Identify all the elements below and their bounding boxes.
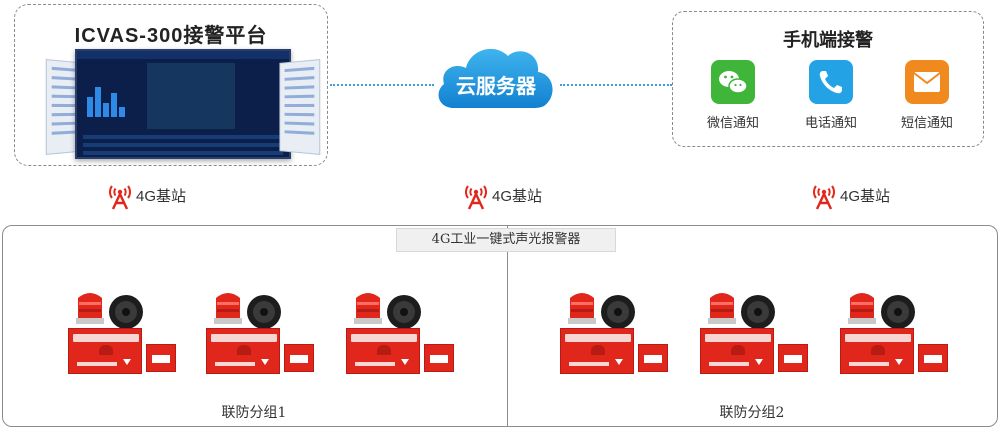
speaker-horn-icon — [598, 294, 638, 330]
notify-wechat: 微信通知 — [693, 60, 773, 131]
alarm-panel — [68, 328, 142, 374]
link-line-right — [560, 84, 672, 86]
platform-title: ICVAS-300接警平台 — [15, 19, 327, 48]
alarm-panel — [206, 328, 280, 374]
dashboard-screens-image — [45, 49, 321, 161]
speaker-horn-icon — [244, 294, 284, 330]
dashboard-main-screen — [75, 49, 291, 159]
alarm-device — [68, 288, 178, 378]
notify-phone-label: 电话通知 — [791, 112, 871, 131]
group-1-label: 联防分组1 — [184, 402, 324, 422]
signal-tower-icon — [462, 180, 490, 210]
alarm-panel — [840, 328, 914, 374]
alarm-button-box — [146, 344, 176, 372]
alarm-device — [206, 288, 316, 378]
alarm-device — [840, 288, 950, 378]
dashboard-side-panel-right — [279, 59, 320, 155]
notify-phone: 电话通知 — [791, 60, 871, 131]
alarm-device — [700, 288, 810, 378]
alarm-title: 4G工业一键式声光报警器 — [396, 228, 616, 252]
wechat-icon — [711, 60, 755, 104]
station-label: 4G基站 — [840, 185, 890, 206]
link-line-left — [330, 84, 434, 86]
platform-panel: ICVAS-300接警平台 — [14, 4, 328, 166]
speaker-horn-icon — [878, 294, 918, 330]
alarm-panel — [346, 328, 420, 374]
strobe-light-icon — [210, 288, 246, 324]
speaker-horn-icon — [384, 294, 424, 330]
mobile-panel: 手机端接警 微信通知 电话通知 短 — [672, 11, 984, 147]
station-label: 4G基站 — [136, 185, 186, 206]
group-divider — [507, 226, 508, 426]
alarm-panel — [560, 328, 634, 374]
signal-tower-icon — [810, 180, 838, 210]
alarm-button-box — [284, 344, 314, 372]
alarm-button-box — [424, 344, 454, 372]
speaker-horn-icon — [738, 294, 778, 330]
signal-tower-icon — [106, 180, 134, 210]
alarm-panel — [700, 328, 774, 374]
notify-wechat-label: 微信通知 — [693, 112, 773, 131]
alarm-button-box — [638, 344, 668, 372]
strobe-light-icon — [844, 288, 880, 324]
station-label: 4G基站 — [492, 185, 542, 206]
alarm-button-box — [778, 344, 808, 372]
phone-icon — [809, 60, 853, 104]
speaker-horn-icon — [106, 294, 146, 330]
alarm-device — [346, 288, 456, 378]
mail-icon — [905, 60, 949, 104]
notify-sms: 短信通知 — [887, 60, 967, 131]
alarm-button-box — [918, 344, 948, 372]
strobe-light-icon — [72, 288, 108, 324]
alarm-device — [560, 288, 670, 378]
strobe-light-icon — [350, 288, 386, 324]
mobile-title: 手机端接警 — [673, 26, 983, 52]
strobe-light-icon — [564, 288, 600, 324]
strobe-light-icon — [704, 288, 740, 324]
group-2-label: 联防分组2 — [682, 402, 822, 422]
cloud-label: 云服务器 — [432, 70, 560, 99]
notify-sms-label: 短信通知 — [887, 112, 967, 131]
